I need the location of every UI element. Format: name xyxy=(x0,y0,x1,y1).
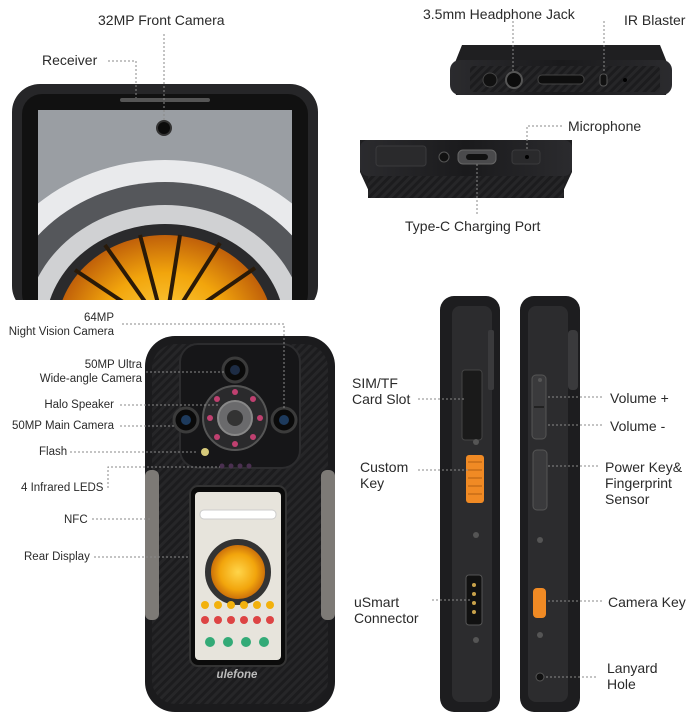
label-custom-line1: Custom xyxy=(360,459,409,475)
label-front-camera: 32MP Front Camera xyxy=(98,12,225,28)
label-usmart-line1: uSmart xyxy=(354,594,400,610)
label-usmart-line2: Connector xyxy=(354,610,419,626)
label-ir-blaster: IR Blaster xyxy=(624,12,686,28)
label-power-line2: Fingerprint xyxy=(605,475,672,491)
label-lanyard-line1: Lanyard xyxy=(607,660,658,676)
label-sim-line2: Card Slot xyxy=(352,391,411,407)
brand-logo: ulefone xyxy=(216,669,258,681)
label-flash: Flash xyxy=(39,446,68,458)
label-main-camera: 50MP Main Camera xyxy=(11,420,114,432)
label-camera-key: Camera Key xyxy=(608,594,686,610)
phone-left-side xyxy=(440,296,500,712)
phone-bottom-edge xyxy=(360,140,572,198)
label-sim-line1: SIM/TF xyxy=(352,375,398,391)
label-receiver: Receiver xyxy=(42,52,98,68)
label-type-c: Type-C Charging Port xyxy=(405,218,541,234)
phone-front xyxy=(12,84,318,320)
label-custom-key: Custom Key xyxy=(360,459,408,491)
label-nfc: NFC xyxy=(64,514,88,526)
label-power-line3: Sensor xyxy=(605,491,650,507)
phone-back xyxy=(145,336,335,712)
label-headphone-jack: 3.5mm Headphone Jack xyxy=(423,6,575,22)
label-ultra-wide-line1: 50MP Ultra xyxy=(84,359,142,371)
label-power-key: Power Key& Fingerprint Sensor xyxy=(605,459,682,507)
label-volume-up: Volume + xyxy=(610,390,669,406)
label-lanyard-line2: Hole xyxy=(607,676,636,692)
label-custom-line2: Key xyxy=(360,475,385,491)
phone-top-edge xyxy=(450,45,672,95)
label-rear-display: Rear Display xyxy=(24,551,90,563)
label-volume-down: Volume - xyxy=(610,418,666,434)
label-power-line1: Power Key& xyxy=(605,459,683,475)
label-night-camera: 64MP Night Vision Camera xyxy=(0,311,114,339)
leader-lines xyxy=(70,21,605,678)
label-sim-slot: SIM/TF Card Slot xyxy=(352,375,410,407)
phone-right-side xyxy=(520,296,580,712)
label-ultra-wide: 50MP Ultra Wide-angle Camera xyxy=(0,358,142,386)
label-ultra-wide-line2: Wide-angle Camera xyxy=(39,373,142,385)
label-usmart: uSmart Connector xyxy=(354,594,419,626)
label-night-camera-line1: 64MP xyxy=(83,312,114,324)
label-night-camera-line2: Night Vision Camera xyxy=(8,326,114,338)
label-microphone: Microphone xyxy=(568,118,642,134)
label-lanyard-hole: Lanyard Hole xyxy=(607,660,658,692)
label-halo-speaker: Halo Speaker xyxy=(44,399,114,411)
label-infrared: 4 Infrared LEDS xyxy=(21,482,104,494)
